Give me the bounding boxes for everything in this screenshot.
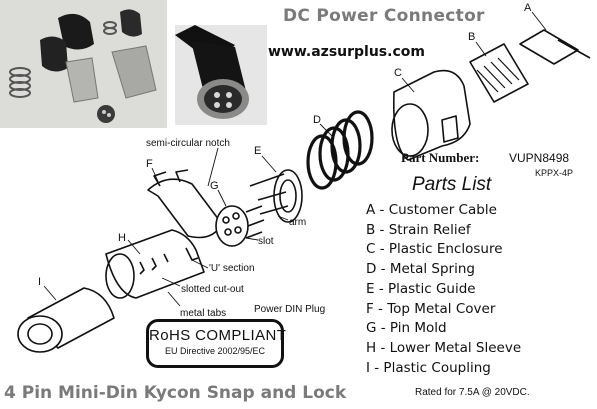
callout-d: D: [313, 114, 321, 126]
callout-a: A: [524, 2, 532, 14]
callout-slotted-cutout: slotted cut-out: [181, 284, 244, 295]
parts-list-item: D - Metal Spring: [366, 261, 475, 278]
parts-list-item: B - Strain Relief: [366, 221, 471, 238]
part-number-label: Part Number:: [401, 150, 480, 165]
rohs-directive: EU Directive 2002/95/EC: [164, 346, 266, 356]
callout-f: F: [146, 158, 153, 170]
callout-arm: arm: [289, 217, 307, 228]
parts-list-item: G - Pin Mold: [366, 320, 447, 337]
parts-photo-drawing: [0, 0, 167, 128]
callout-b: B: [468, 31, 476, 43]
callout-c: C: [394, 67, 402, 79]
callout-e: E: [254, 145, 262, 157]
parts-list-item: H - Lower Metal Sleeve: [366, 339, 522, 356]
callout-h: H: [118, 232, 126, 244]
part-e-guide: [249, 169, 303, 223]
part-number-alt: KPPX-4P: [535, 168, 574, 178]
bottom-title: 4 Pin Mini-Din Kycon Snap and Lock: [4, 383, 347, 403]
callout-g: G: [210, 180, 219, 192]
part-c-enclosure: [392, 69, 471, 161]
parts-list-item: A - Customer Cable: [366, 202, 497, 218]
callout-i: I: [38, 276, 42, 288]
parts-list-title: Parts List: [412, 174, 492, 195]
callout-metal-tabs: metal tabs: [180, 308, 227, 319]
page-title: DC Power Connector: [283, 6, 485, 26]
parts-list-item: F - Top Metal Cover: [366, 300, 496, 317]
website-url: www.azsurplus.com: [268, 44, 425, 60]
rohs-badge: RoHS COMPLIANT EU Directive 2002/95/EC: [146, 319, 287, 368]
part-number-value: VUPN8498: [509, 151, 570, 165]
plug-photo: [175, 25, 267, 125]
callout-u-section: 'U' section: [209, 263, 255, 274]
parts-list-item: C - Plastic Enclosure: [366, 241, 503, 258]
rating-text: Rated for 7.5A @ 20VDC.: [415, 387, 530, 398]
parts-list-item: E - Plastic Guide: [366, 280, 476, 297]
callout-semi-circular-notch: semi-circular notch: [146, 138, 230, 149]
plug-photo-drawing: [175, 25, 267, 125]
callout-slot: slot: [258, 236, 274, 247]
parts-list-item: I - Plastic Coupling: [366, 359, 491, 376]
rohs-title: RoHS COMPLIANT: [149, 327, 287, 344]
parts-photo: [0, 0, 167, 128]
part-b-strain-relief: [469, 43, 529, 103]
power-din-label: Power DIN Plug: [254, 304, 326, 315]
parts-list: A - Customer Cable B - Strain Relief C -…: [366, 201, 521, 378]
part-g-pin-mold: [215, 205, 265, 247]
part-i-coupling: [27, 287, 115, 349]
part-a-cable: [519, 29, 579, 65]
